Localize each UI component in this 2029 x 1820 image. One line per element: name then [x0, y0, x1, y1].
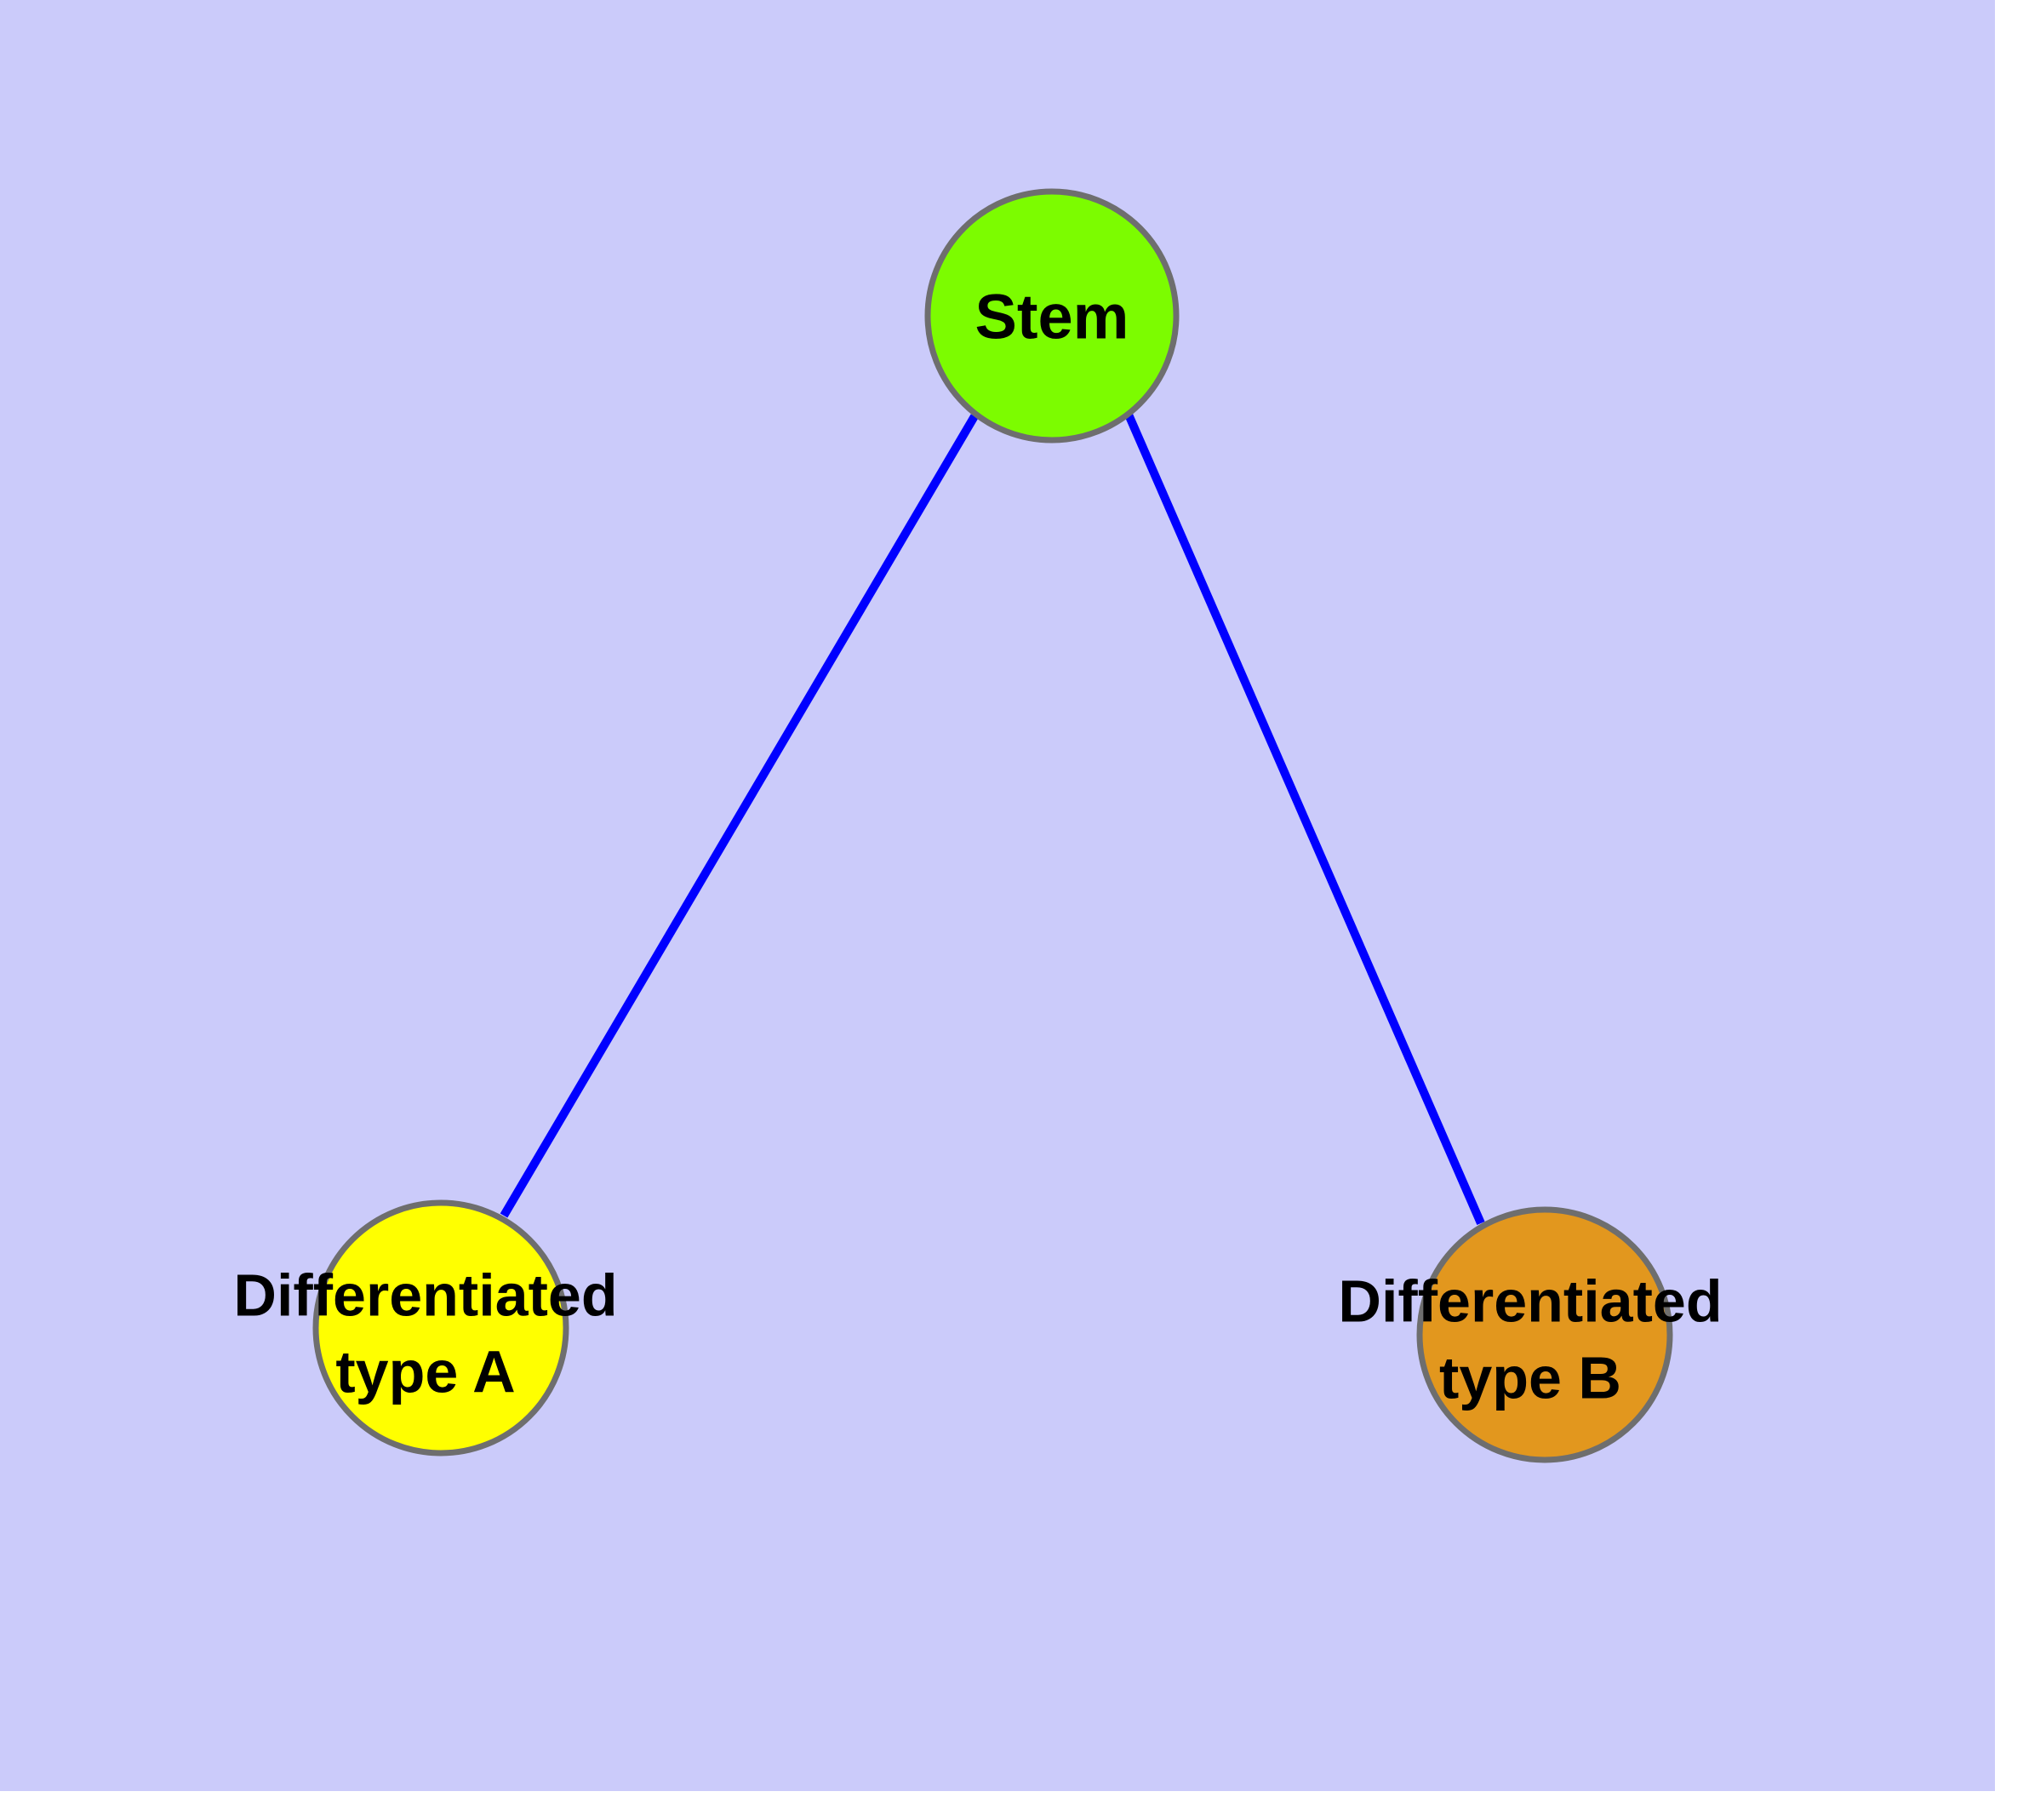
- edge-stem-to-differentiated-type-b[interactable]: [1124, 413, 1485, 1225]
- node-stem-label: Stem: [975, 282, 1129, 352]
- node-differentiated-type-b-label-line2: type B: [1439, 1344, 1621, 1411]
- node-differentiated-type-a-label-line1: Differentiated: [233, 1262, 617, 1328]
- node-differentiated-type-b-circle[interactable]: [1416, 1206, 1673, 1463]
- node-differentiated-type-a-label-line2: type A: [335, 1338, 515, 1405]
- node-stem[interactable]: Stem: [924, 188, 1180, 444]
- node-differentiated-type-a-circle[interactable]: [312, 1199, 569, 1457]
- node-differentiated-type-b-label-line1: Differentiated: [1338, 1268, 1722, 1334]
- edge-stem-to-differentiated-type-a[interactable]: [500, 414, 979, 1218]
- node-differentiated-type-a[interactable]: Differentiated type A: [233, 1199, 618, 1457]
- node-differentiated-type-b[interactable]: Differentiated type B: [1338, 1206, 1723, 1463]
- node-stem-circle[interactable]: [924, 188, 1180, 444]
- edge-group: [500, 413, 1485, 1225]
- node-group: Stem Differentiated type A Differentiate…: [233, 188, 1723, 1463]
